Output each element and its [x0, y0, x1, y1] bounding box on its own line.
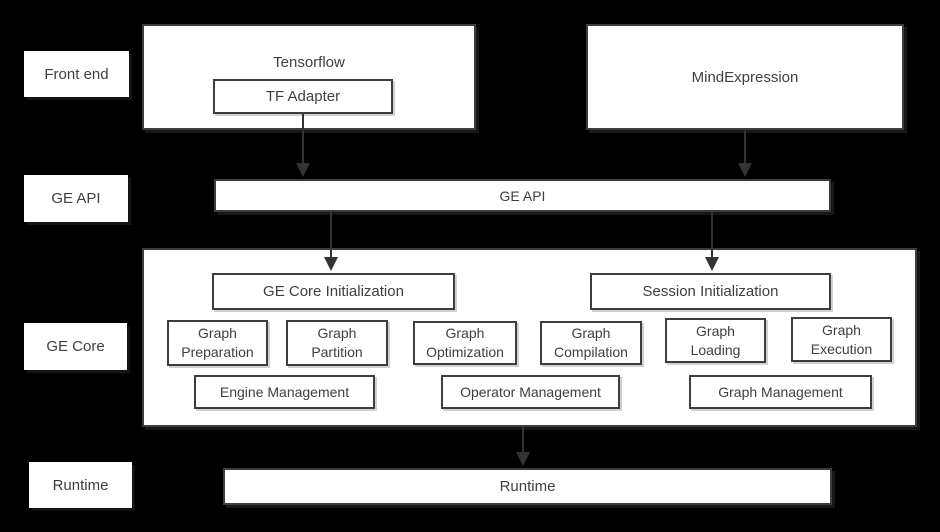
graph-management-box: Graph Management	[689, 375, 872, 409]
engine-management-box: Engine Management	[194, 375, 375, 409]
tensorflow-label: Tensorflow	[273, 54, 345, 71]
session-initialization-box: Session Initialization	[590, 273, 831, 310]
side-label-runtime: Runtime	[29, 462, 132, 508]
side-label-front-end: Front end	[24, 51, 129, 97]
graph-execution-box: Graph Execution	[791, 317, 892, 362]
graph-optimization-box: Graph Optimization	[413, 321, 517, 365]
ge-core-box: GE Core Initialization Session Initializ…	[142, 248, 917, 427]
graph-compilation-box: Graph Compilation	[540, 321, 642, 365]
graph-loading-box: Graph Loading	[665, 318, 766, 363]
ge-api-bar: GE API	[214, 179, 831, 212]
side-label-ge-api: GE API	[24, 175, 128, 222]
ge-core-initialization-box: GE Core Initialization	[212, 273, 455, 310]
mindexpression-box: MindExpression	[586, 24, 904, 130]
tf-adapter-box: TF Adapter	[213, 79, 393, 114]
graph-preparation-box: Graph Preparation	[167, 320, 268, 366]
graph-partition-box: Graph Partition	[286, 320, 388, 366]
tensorflow-box: Tensorflow TF Adapter	[142, 24, 476, 130]
side-label-ge-core: GE Core	[24, 323, 127, 370]
runtime-bar: Runtime	[223, 468, 832, 505]
operator-management-box: Operator Management	[441, 375, 620, 409]
